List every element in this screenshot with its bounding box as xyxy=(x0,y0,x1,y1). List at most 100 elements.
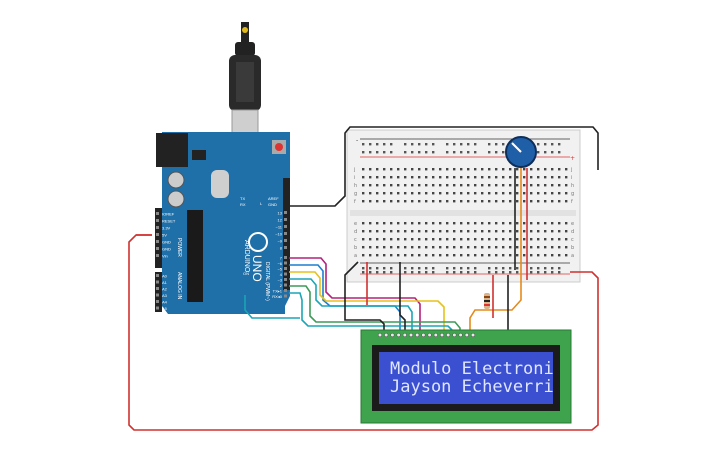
header-pin[interactable] xyxy=(156,274,159,277)
header-pin[interactable] xyxy=(284,239,287,242)
header-pin[interactable] xyxy=(156,306,159,310)
breadboard-hole xyxy=(397,168,400,171)
header-pin[interactable] xyxy=(156,247,159,250)
header-pin[interactable] xyxy=(284,272,287,276)
breadboard-hole xyxy=(425,246,428,249)
lcd-pin[interactable] xyxy=(415,332,420,338)
lcd-pin[interactable] xyxy=(396,332,401,338)
lcd-pin[interactable] xyxy=(377,332,383,338)
breadboard-hole xyxy=(474,230,477,233)
breadboard-hole xyxy=(488,176,491,179)
header-pin[interactable] xyxy=(284,256,287,259)
arduino-brand-label: ARDUINO xyxy=(243,240,250,273)
breadboard-hole xyxy=(523,200,526,203)
breadboard-hole xyxy=(404,192,407,195)
breadboard-hole xyxy=(537,222,540,225)
rail-hole xyxy=(453,143,456,146)
breadboard-hole xyxy=(488,184,491,187)
breadboard-hole xyxy=(502,168,505,171)
breadboard-hole xyxy=(432,192,435,195)
header-pin[interactable] xyxy=(284,261,287,265)
header-pin[interactable] xyxy=(284,225,287,228)
header-pin[interactable] xyxy=(284,278,287,281)
breadboard-hole xyxy=(502,254,505,257)
breadboard-hole xyxy=(411,222,414,225)
breadboard-hole xyxy=(446,238,449,241)
breadboard-hole xyxy=(502,238,505,241)
header-pin[interactable] xyxy=(284,246,287,249)
breadboard-hole xyxy=(418,254,421,257)
breadboard-hole xyxy=(404,176,407,179)
breadboard-hole xyxy=(502,200,505,203)
header-pin[interactable] xyxy=(156,226,159,229)
rail-hole xyxy=(551,267,554,270)
rail-hole xyxy=(544,271,547,274)
lcd-pin[interactable] xyxy=(402,332,407,338)
header-pin[interactable] xyxy=(156,293,159,297)
breadboard-hole xyxy=(516,200,519,203)
breadboard-hole xyxy=(404,238,407,241)
header-pin[interactable] xyxy=(156,233,159,236)
lcd-pin[interactable] xyxy=(458,332,463,338)
header-pin[interactable] xyxy=(156,212,159,215)
breadboard-hole xyxy=(376,246,379,249)
header-pin[interactable] xyxy=(156,287,159,290)
header-pin[interactable] xyxy=(156,219,159,222)
header-pin[interactable] xyxy=(156,300,159,303)
lcd-pin[interactable] xyxy=(408,332,414,338)
breadboard-hole xyxy=(516,192,519,195)
breadboard-hole xyxy=(418,200,421,203)
header-pin[interactable] xyxy=(284,294,287,298)
lcd-pin[interactable] xyxy=(439,332,445,338)
lcd-pin[interactable] xyxy=(464,332,469,338)
rail-hole xyxy=(558,151,561,154)
rail-hole xyxy=(453,151,456,154)
pin-label: A3 xyxy=(162,293,168,298)
pin-label: ~9 xyxy=(277,239,282,244)
breadboard-hole xyxy=(474,200,477,203)
rail-hole xyxy=(488,143,491,146)
lcd-pin[interactable] xyxy=(384,332,389,338)
breadboard-hole xyxy=(369,254,372,257)
row-letter: b xyxy=(571,245,574,251)
header-pin[interactable] xyxy=(284,289,287,292)
lcd-pin[interactable] xyxy=(446,332,451,338)
header-pin[interactable] xyxy=(156,240,159,243)
lcd-pin[interactable] xyxy=(427,332,432,338)
breadboard-hole xyxy=(453,200,456,203)
arduino-uno-board: ARDUINO UNO DIGITAL (PWM~) POWER ANALOG … xyxy=(155,132,290,314)
breadboard-hole xyxy=(481,230,484,233)
breadboard-hole xyxy=(460,176,463,179)
breadboard-hole xyxy=(481,246,484,249)
rail-hole xyxy=(411,143,414,146)
breadboard-hole xyxy=(551,222,554,225)
breadboard-hole xyxy=(362,192,365,195)
breadboard-hole xyxy=(558,200,561,203)
header-pin[interactable] xyxy=(156,254,159,257)
breadboard-hole xyxy=(439,184,442,187)
header-pin[interactable] xyxy=(284,211,287,214)
rail-hole xyxy=(376,267,379,270)
rail-hole xyxy=(558,267,561,270)
rail-hole xyxy=(502,267,505,270)
breadboard-hole xyxy=(376,184,379,187)
lcd-pin[interactable] xyxy=(452,332,457,338)
lcd-pin[interactable] xyxy=(433,332,438,338)
breadboard-hole xyxy=(418,222,421,225)
lcd-pin[interactable] xyxy=(470,332,476,338)
header-pin[interactable] xyxy=(284,283,287,287)
header-pin[interactable] xyxy=(284,267,287,270)
rail-hole xyxy=(453,267,456,270)
header-pin[interactable] xyxy=(156,280,159,284)
lcd-pin[interactable] xyxy=(390,332,395,338)
breadboard-hole xyxy=(502,246,505,249)
lcd-pin[interactable] xyxy=(421,332,426,338)
header-pin[interactable] xyxy=(284,218,287,221)
breadboard-hole xyxy=(474,254,477,257)
breadboard-hole xyxy=(383,230,386,233)
header-pin[interactable] xyxy=(284,232,287,235)
breadboard-hole xyxy=(530,192,533,195)
rail-hole xyxy=(495,143,498,146)
rail-hole xyxy=(516,271,519,274)
rail-hole xyxy=(446,151,449,154)
